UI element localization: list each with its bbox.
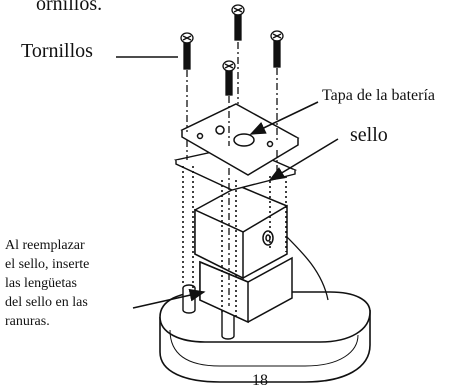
top-fragment-label: ornillos. [36,0,103,15]
seal-arrow [268,138,339,181]
instruction-line: Al reemplazar [5,238,85,253]
screw-icon [180,32,194,70]
battery-cover-label: Tapa de la batería [322,87,436,104]
battery-cover-arrow [249,101,319,135]
callout-arrows [116,56,339,309]
screw-icon [231,4,245,41]
seal-label: sello [350,124,388,146]
guide-lines-dashdot [186,42,278,306]
column-body [194,185,293,324]
instruction-line: el sello, inserte [5,257,90,272]
instruction-arrow [132,288,206,309]
battery-cover-plate [180,103,300,176]
screw-icon [222,60,236,96]
screws-label: Tornillos [21,40,93,62]
instruction-line: ranuras. [5,314,50,329]
screw-icon [270,30,284,68]
instruction-line: las lengüetas [5,276,77,291]
page-number: 18 [252,372,268,389]
instruction-text: Al reemplazar el sello, inserte las leng… [5,236,165,331]
guide-lines-dotted [182,166,287,316]
screw-icons [180,4,284,96]
instruction-line: del sello en las [5,295,88,310]
